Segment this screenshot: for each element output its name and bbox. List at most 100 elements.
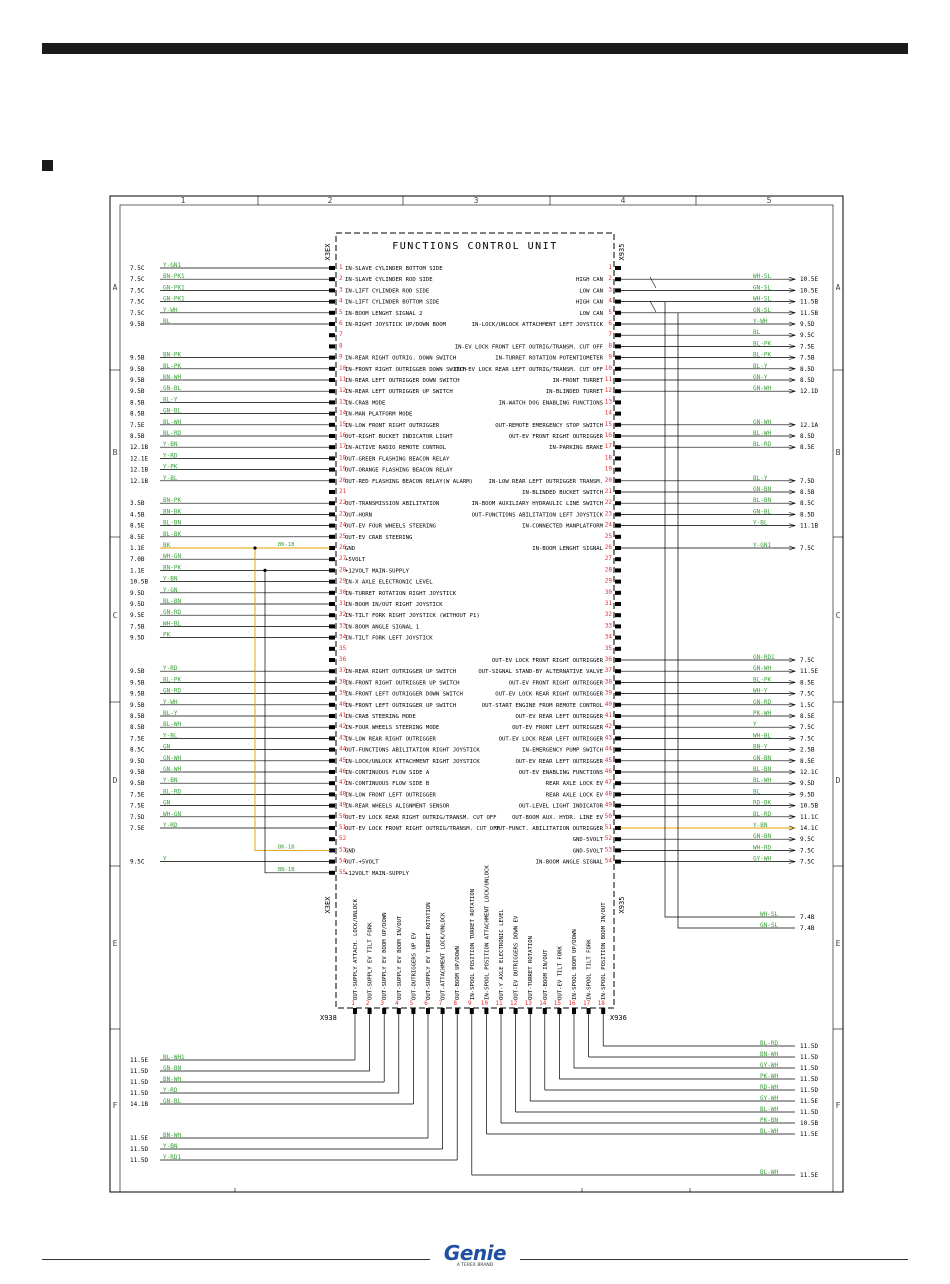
pin-number: 21 [339, 488, 347, 495]
wire-color-label: Y-WH [163, 307, 178, 314]
pin-number: 42 [605, 723, 613, 730]
wire-color-label: GN-Y [753, 374, 768, 381]
right-pin-row: 32 [605, 611, 621, 618]
wire-color-label: BN-WH [760, 1051, 778, 1058]
wire-color-label: Y-BN [753, 822, 768, 829]
wire-color-label: BL-Y [163, 396, 178, 403]
pin-terminal [329, 490, 335, 494]
wire-arrow [788, 680, 796, 685]
wire-color-label: BN-PK1 [163, 273, 185, 280]
wire-ref: 7.5C [130, 310, 145, 317]
right-pin-row: 30 [605, 589, 621, 596]
pin-function-label: IN-FRONT RIGHT OUTRIGGER UP SWITCH [345, 680, 460, 686]
pin-function-label: IN-BOOM IN/OUT RIGHT JOYSTICK [345, 602, 443, 608]
pin-function-label: OUT-EV FRONT RIGHT OUTRIGGER [509, 680, 604, 686]
pin-function-label: OUT-TRANSMISSION ABILITATION [345, 501, 439, 507]
wire-color-label: Y-GN1 [753, 542, 771, 549]
wire-ref: 7.5C [130, 287, 145, 294]
wire-arrow [788, 276, 796, 282]
wire-color-label: BL [753, 788, 761, 795]
wire-color-label: WH-RD [753, 844, 771, 851]
wire-ref: 11.1B [800, 523, 818, 530]
pin-function-label: IN-SLAVE CYLINDER ROD SIDE [345, 277, 433, 283]
wire-ref: 11.5E [800, 1172, 818, 1179]
wire-ref: 11.5D [800, 1109, 818, 1116]
wire-color-label: Y-GN1 [163, 262, 181, 269]
pin-terminal [329, 669, 335, 674]
wire-color-label: BL-PK [163, 676, 181, 683]
pin-function-label: OUT-EV FRONT RIGHT OUTRIGGER [509, 434, 604, 440]
wire-color-label: PK [163, 632, 171, 639]
row-label: F [836, 1101, 841, 1110]
pin-number: 39 [605, 690, 613, 697]
pin-terminal [615, 781, 621, 786]
pin-function-label: OUT-ATTACHMENT LOCK/UNLOCK [441, 912, 447, 1000]
wire-color-label: Y-BL [753, 520, 768, 527]
pin-number: 6 [339, 320, 343, 327]
pin-function-label: HIGH CAN [576, 277, 603, 283]
wire-color-label: GN-WH [753, 419, 771, 426]
pin-function-label: IN-FRONT RIGHT OUTRIGGER DOWN SWITCH [345, 367, 466, 373]
pin-terminal [329, 389, 335, 394]
wire-color-label: WH-SL [760, 911, 778, 918]
pin-terminal [329, 568, 335, 573]
pin-number: 1 [608, 264, 612, 271]
pin-terminal [329, 814, 335, 819]
pin-terminal [329, 322, 335, 326]
pin-function-label: IN-X AXLE ELECTRONIC LEVEL [345, 580, 433, 586]
pin-function-label: IN-LOW REAR LEFT OUTRIGGER TRANSM. [488, 479, 603, 485]
wire-arrow [788, 489, 796, 495]
pin-number: 6 [608, 320, 612, 327]
wire-ref: 9.5B [130, 321, 145, 328]
pin-number: 18 [598, 1000, 606, 1007]
wire-color-label: GN-WH [753, 385, 771, 392]
pin-terminal [615, 579, 621, 584]
pin-terminal [615, 859, 621, 864]
pin-function-label: OUT-EV ENABLING FUNCTIONS [519, 770, 603, 776]
wire-ref: 1.1E [130, 545, 145, 552]
wire-color-label: BL-RD [753, 811, 771, 818]
pin-terminal [615, 400, 621, 405]
pin-terminal [329, 691, 335, 696]
pin-number: 20 [339, 477, 347, 484]
row-label: B [113, 448, 118, 457]
pin-function-label: OUT-EV LOCK REAR RIGHT OUTRIGGER [495, 692, 603, 698]
pin-function-label: OUT-LEVEL LIGHT INDICATOR [519, 804, 604, 810]
pin-terminal [329, 758, 335, 763]
wire-arrow [788, 747, 796, 752]
ground-label: BK-1B [278, 844, 295, 850]
column-label: 2 [328, 196, 333, 205]
pin-function-label: IN-REAR LEFT OUTRIGGER UP SWITCH [345, 389, 453, 395]
supply-bus [264, 570, 330, 874]
wire-color-label: WH-SL [753, 273, 771, 280]
pin-terminal [329, 456, 335, 461]
pin-function-label: OUT-EV CRAB STEERING [345, 535, 413, 541]
left-pin-row: 35 [329, 645, 347, 652]
pin-number: 49 [605, 802, 613, 809]
pin-terminal [329, 378, 335, 382]
left-pin-row: 7 [329, 331, 343, 338]
right-pin-row: 34 [605, 634, 621, 641]
pin-function-label: OUT-GREEN FLASHING BEACON RELAY [345, 456, 450, 462]
